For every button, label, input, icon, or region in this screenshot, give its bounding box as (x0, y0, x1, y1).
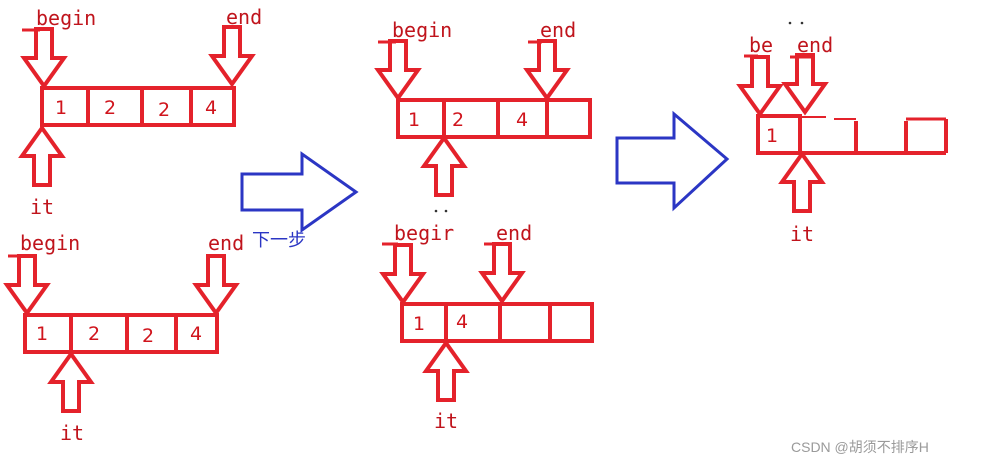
next-step-arrow-1 (240, 151, 359, 233)
begin-arrow-a (22, 27, 66, 88)
array-a-cell-1: 2 (104, 97, 116, 119)
speck-c-2 (444, 209, 448, 213)
it-label-d: it (434, 409, 458, 433)
array-b-cell-2: 2 (142, 325, 154, 347)
array-d-cell-0: 1 (413, 313, 425, 335)
begin-arrow-c (376, 39, 420, 100)
panel-b: 1 2 2 4 begin end it (5, 231, 244, 445)
array-e-cell-0: 1 (766, 125, 778, 147)
it-label-e: it (790, 222, 814, 246)
it-label-b: it (60, 421, 84, 445)
end-label-b: end (208, 231, 244, 255)
array-b: 1 2 2 4 (23, 313, 219, 354)
panel-e: 1 be end it (738, 21, 948, 246)
csdn-watermark: CSDN @胡须不排序H (791, 439, 929, 455)
begin-label-e: be (749, 33, 773, 57)
begin-label-d: begir (394, 221, 454, 245)
begin-arrow-d (381, 243, 425, 304)
it-arrow-b (49, 352, 93, 413)
it-arrow-d (424, 341, 468, 402)
it-arrow-c (422, 136, 466, 197)
array-a: 1 2 2 4 (40, 86, 236, 127)
end-arrow-e (783, 53, 827, 114)
end-arrow-a (210, 25, 254, 86)
array-c-cell-2: 4 (516, 109, 528, 131)
array-c-cell-0: 1 (408, 109, 420, 131)
array-d-cell-1: 4 (456, 311, 468, 333)
speck-e-1 (788, 21, 792, 25)
end-label-c: end (540, 18, 576, 42)
array-b-cell-0: 1 (36, 323, 48, 345)
end-arrow-c (525, 39, 569, 100)
end-label-d: end (496, 221, 532, 245)
end-arrow-d (480, 242, 524, 303)
array-a-cell-3: 4 (205, 97, 217, 119)
begin-label-c: begin (392, 18, 452, 42)
begin-label-b: begin (20, 231, 80, 255)
begin-label-a: begin (36, 6, 96, 30)
next-step-label: 下一步 (252, 230, 306, 251)
it-label-a: it (30, 195, 54, 219)
next-step-arrow-2 (615, 110, 730, 212)
begin-arrow-b (5, 254, 49, 315)
panel-a: 1 2 2 4 begin end it (20, 5, 262, 219)
array-e: 1 (756, 114, 948, 155)
panel-c: 1 2 4 begin end (376, 18, 592, 213)
speck-e-2 (800, 21, 804, 25)
array-a-cell-0: 1 (55, 97, 67, 119)
begin-arrow-e (738, 55, 782, 116)
array-d: 1 4 (400, 302, 594, 343)
it-arrow-a (20, 126, 64, 187)
array-b-cell-3: 4 (190, 323, 202, 345)
array-a-cell-2: 2 (158, 99, 170, 121)
panel-d: 1 4 begir end it (381, 221, 594, 433)
array-c: 1 2 4 (396, 98, 592, 139)
array-c-cell-1: 2 (452, 109, 464, 131)
end-arrow-b (194, 254, 238, 315)
array-b-cell-1: 2 (88, 323, 100, 345)
speck-c-1 (434, 209, 438, 213)
it-arrow-e (780, 152, 824, 213)
